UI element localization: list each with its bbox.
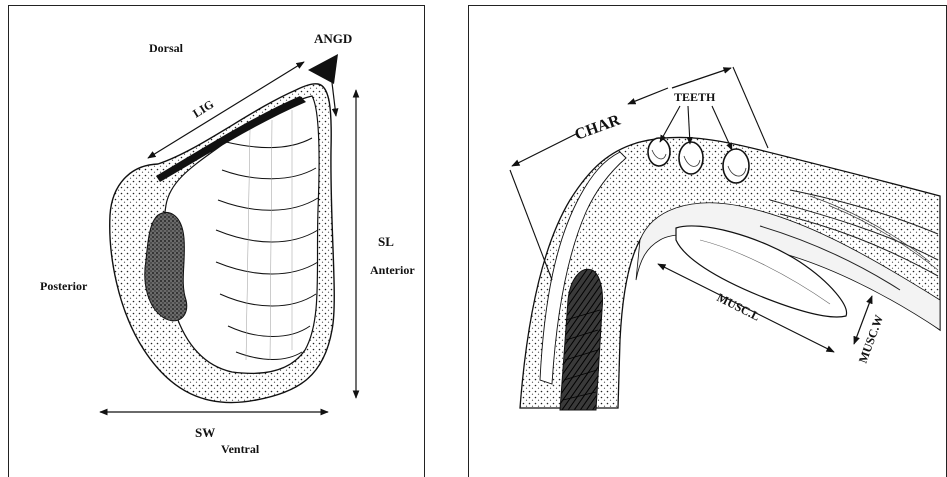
label-musc-l: MUSC.L <box>715 290 763 324</box>
label-char: CHAR <box>573 112 624 144</box>
char-bracket-left <box>510 170 552 280</box>
angd-marker <box>308 54 338 84</box>
label-sw: SW <box>195 425 215 440</box>
hinge-section <box>520 137 940 410</box>
right-panel: CHAR TEETH MUSC.L MUSC.W <box>469 6 947 477</box>
left-panel: Dorsal ANGD LIG SL Anterior Posterior SW… <box>9 6 425 477</box>
label-anterior: Anterior <box>370 263 415 277</box>
label-ventral: Ventral <box>221 442 260 456</box>
oyster-shell <box>110 84 334 403</box>
label-teeth: TEETH <box>674 90 716 104</box>
label-sl: SL <box>378 234 394 249</box>
label-dorsal: Dorsal <box>149 41 184 55</box>
label-musc-w: MUSC.W <box>856 313 886 365</box>
char-arrow-mid <box>628 88 668 104</box>
label-lig: LIG <box>190 97 216 121</box>
char-bracket-right <box>733 67 768 148</box>
label-posterior: Posterior <box>40 279 88 293</box>
char-arrow-right <box>672 68 731 88</box>
label-angd: ANGD <box>314 31 352 46</box>
char-arrow-left <box>512 134 576 166</box>
